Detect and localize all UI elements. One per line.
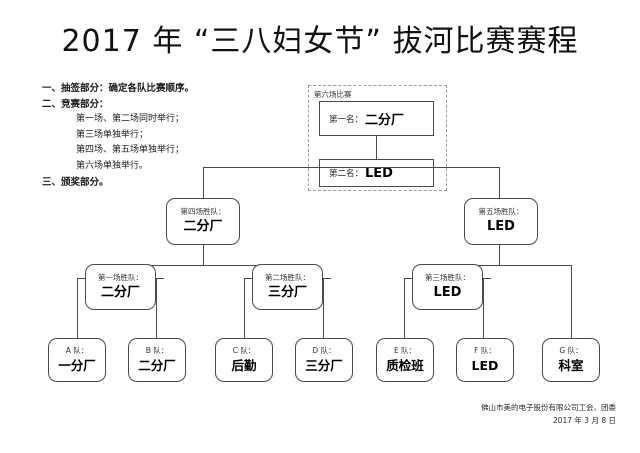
rules-line-6: 第六场单独举行。 [76, 160, 149, 171]
team-box-a-label: A 队： [65, 346, 89, 356]
team-box-g[interactable]: G 队： 科室 [542, 338, 600, 382]
connector-semifinal-right-drop [499, 167, 500, 200]
quarterfinal-box-3-value: LED [433, 284, 462, 300]
rules-line-4: 第三场单独举行； [76, 129, 149, 140]
team-box-f[interactable]: F 队： LED [456, 338, 514, 382]
rules-line-3: 第一场、第二场同时举行； [76, 114, 185, 125]
runnerup-label: 第二名： [329, 169, 364, 179]
champion-label: 第一名： [329, 114, 364, 125]
team-box-b[interactable]: B 队： 二分厂 [128, 338, 186, 382]
footer-block: 佛山市美的电子股份有限公司工会、团委 2017 年 3 月 8 日 [481, 401, 616, 427]
quarterfinal-box-1-label: 第一场胜队： [98, 272, 143, 282]
quarterfinal-box-2-value: 三分厂 [267, 284, 307, 300]
team-box-e-label: E 队： [393, 346, 417, 356]
connector-semifinal-left-drop [203, 167, 204, 200]
connector-semifinal-bar [203, 167, 499, 168]
quarterfinal-box-1-value: 二分厂 [100, 284, 140, 300]
runnerup-value: LED [365, 165, 393, 181]
connector-qf2-top-bar [244, 278, 253, 279]
semifinal-box-1[interactable]: 第四场胜队： 二分厂 [166, 198, 240, 245]
connector-final-vertical [376, 136, 377, 159]
rules-line-7: 三、颁奖部分。 [42, 176, 109, 188]
team-box-b-label: B 队： [145, 346, 169, 356]
connector-qf2-top-bar-right [322, 278, 331, 279]
connector-qf3-to-teamF [483, 278, 484, 338]
page-title: 2017 年 “三八妇女节” 拔河比赛赛程 [61, 24, 579, 59]
footer-date: 2017 年 3 月 8 日 [552, 416, 616, 425]
team-box-c-label: C 队： [232, 346, 256, 356]
final-match-group [308, 85, 447, 191]
connector-sf2-bar [440, 265, 571, 266]
footer-organization: 佛山市美的电子股份有限公司工会、团委 [481, 403, 616, 412]
semifinal-box-2[interactable]: 第五场胜队： LED [464, 198, 538, 245]
quarterfinal-box-1[interactable]: 第一场胜队： 二分厂 [85, 264, 156, 310]
connector-qf1-to-teamB [156, 278, 157, 338]
connector-sf1-bar [118, 265, 288, 266]
connector-sf2-right-drop [571, 265, 572, 338]
connector-sf2-stem [499, 245, 500, 265]
semifinal-box-1-label: 第四场胜队： [180, 207, 226, 217]
team-box-a[interactable]: A 队： 一分厂 [48, 338, 106, 382]
team-box-e-value: 质检班 [386, 358, 424, 374]
quarterfinal-box-3-label: 第三场胜队： [425, 272, 470, 282]
connector-qf1-top-bar [77, 278, 86, 279]
team-box-d[interactable]: D 队： 三分厂 [295, 338, 353, 382]
semifinal-box-1-value: 二分厂 [183, 219, 223, 235]
team-box-e[interactable]: E 队： 质检班 [376, 338, 434, 382]
team-box-f-label: F 队： [474, 346, 496, 356]
rules-line-1: 一、抽签部分：确定各队比赛顺序。 [42, 83, 195, 94]
connector-qf3-to-teamE [404, 278, 405, 338]
final-match-group-label: 第六场比赛 [314, 90, 352, 99]
team-box-g-label: G 队： [559, 346, 583, 356]
team-box-c-value: 后勤 [231, 358, 257, 374]
connector-qf2-to-teamC [244, 278, 245, 338]
team-box-b-value: 二分厂 [138, 358, 176, 374]
connector-qf1-to-teamA [77, 278, 78, 338]
connector-sf1-stem [203, 245, 204, 265]
connector-qf2-to-teamD [323, 278, 324, 338]
rules-block: 一、抽签部分：确定各队比赛顺序。 二、竞赛部分： 第一场、第二场同时举行； 第三… [42, 81, 292, 190]
team-box-f-value: LED [471, 358, 499, 374]
team-box-d-value: 三分厂 [305, 358, 343, 374]
semifinal-box-2-value: LED [487, 219, 515, 235]
team-box-d-label: D 队： [312, 346, 336, 356]
quarterfinal-box-2[interactable]: 第二场胜队： 三分厂 [252, 264, 323, 310]
quarterfinal-box-3[interactable]: 第三场胜队： LED [412, 264, 483, 310]
rules-line-5: 第四场、第五场单独举行； [76, 145, 185, 156]
team-box-a-value: 一分厂 [58, 358, 96, 374]
connector-qf1-top-bar-right [155, 278, 164, 279]
quarterfinal-box-2-label: 第二场胜队： [265, 272, 310, 282]
team-box-c[interactable]: C 队： 后勤 [215, 338, 273, 382]
runnerup-box[interactable]: 第二名： LED [319, 159, 434, 187]
connector-qf3-top-bar-right [482, 278, 491, 279]
team-box-g-value: 科室 [558, 358, 584, 374]
champion-box[interactable]: 第一名： 二分厂 [319, 101, 434, 136]
champion-value: 二分厂 [365, 113, 405, 128]
rules-line-2: 二、竞赛部分： [42, 98, 109, 110]
connector-qf3-top-bar [404, 278, 413, 279]
semifinal-box-2-label: 第五场胜队： [478, 207, 524, 217]
